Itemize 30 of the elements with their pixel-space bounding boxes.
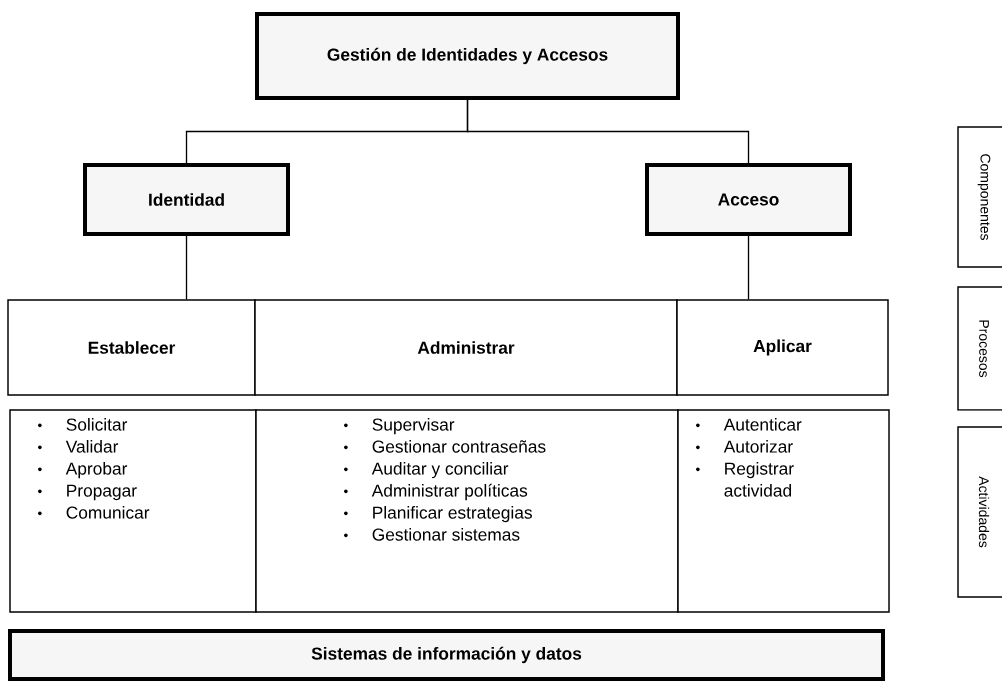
process-cell: Establecer — [7, 299, 256, 396]
heading-box: Gestión de Identidades y Accesos — [255, 12, 680, 100]
list-item: Solicitar — [66, 418, 128, 431]
list-item: Propagar — [67, 484, 137, 501]
list-item: Registrar actividad — [724, 462, 794, 497]
heading-box: Identidad — [83, 163, 290, 236]
heading-box: Sistemas de información y datos — [8, 629, 885, 681]
list-item: Comunicar — [66, 506, 150, 519]
list-item: Aprobar — [65, 462, 128, 479]
activity-cell — [9, 409, 257, 613]
heading-box: Acceso — [645, 163, 852, 236]
activity-cell — [255, 409, 679, 613]
side-tab: Actividades — [957, 426, 1002, 598]
list-item: Planificar estrategias — [373, 506, 532, 523]
side-tab: Procesos — [957, 286, 1002, 411]
connector-line — [466, 99, 750, 164]
process-cell: Aplicar — [676, 299, 889, 396]
list-item: Administrar políticas — [371, 483, 528, 501]
process-cell: Administrar — [254, 299, 678, 396]
list-item: Gestionar sistemas — [372, 528, 520, 541]
side-tab: Componentes — [957, 126, 1002, 268]
connector-line — [747, 235, 750, 300]
list-item: Auditar y conciliar — [371, 462, 509, 479]
list-item: Gestionar contraseñas — [372, 440, 546, 453]
connector-line — [185, 235, 188, 300]
list-item: Autorizar — [723, 440, 793, 453]
list-item: Autenticar — [723, 418, 802, 431]
activity-cell — [677, 409, 890, 613]
list-item: Validar — [65, 440, 119, 453]
list-item: Supervisar — [372, 418, 455, 435]
